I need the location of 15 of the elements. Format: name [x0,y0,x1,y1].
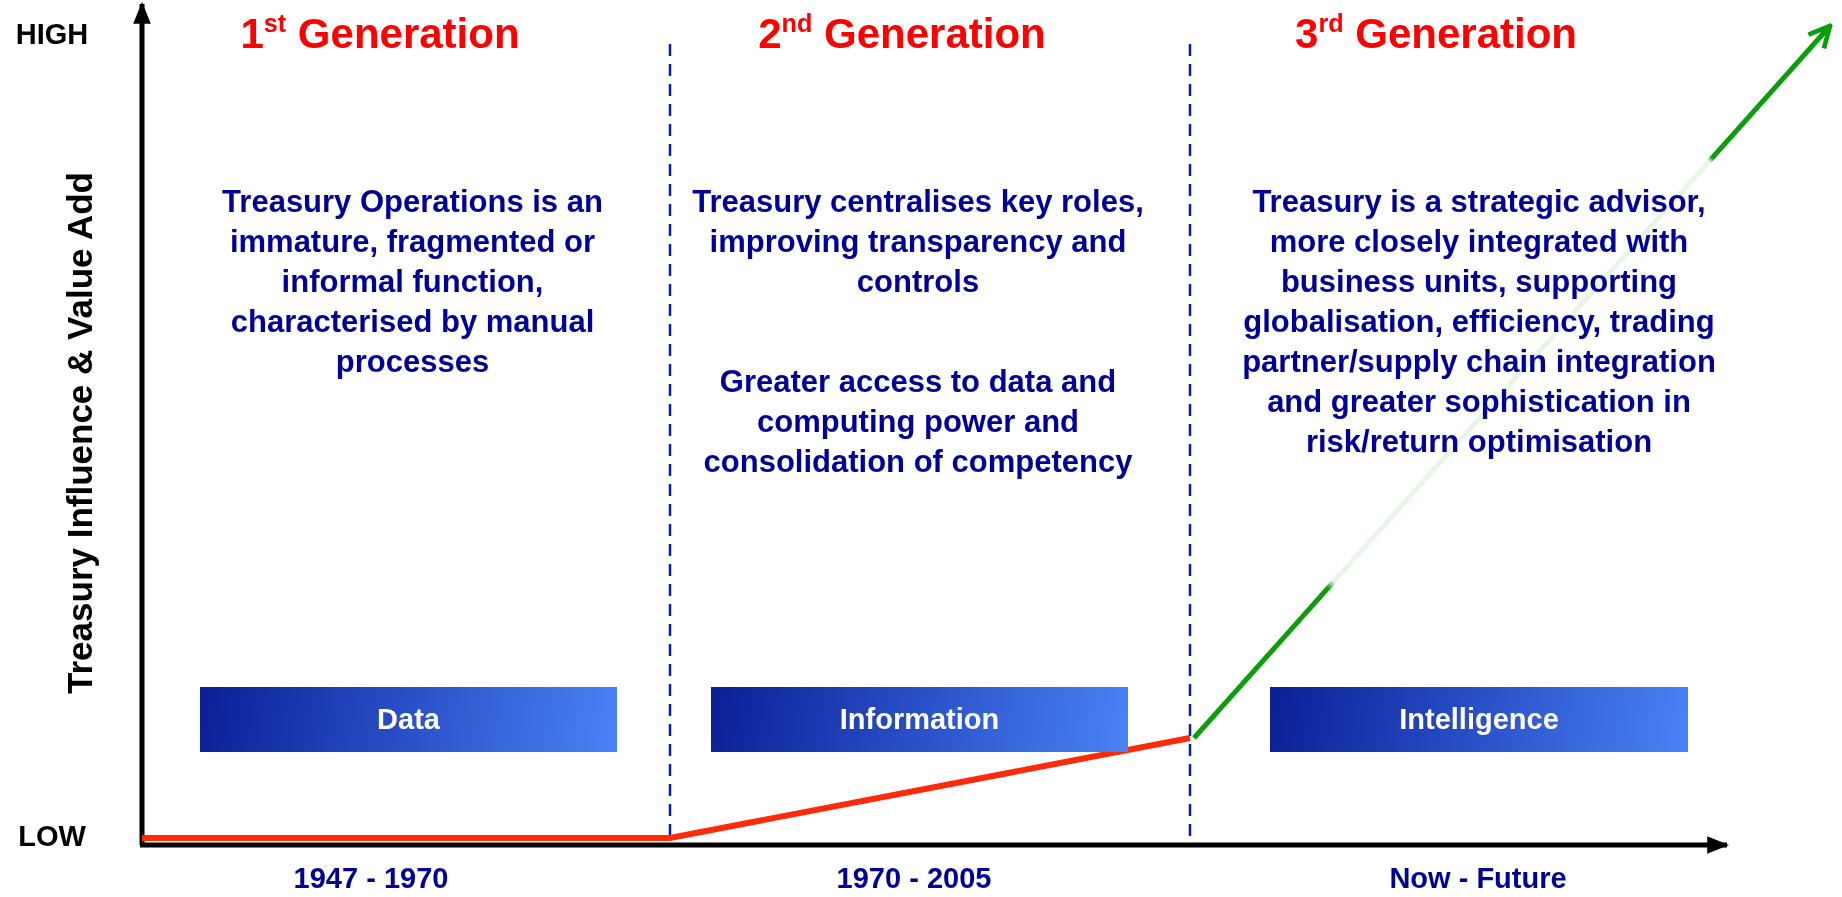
period-label: Now - Future [1388,862,1568,895]
stage-bar: Data [200,687,617,752]
description-text: Greater access to data and computing power and consolidation of competency [702,363,1134,481]
description-text: Treasury centralises key roles, improving transparency and controls [691,183,1145,301]
axis-label: LOW [17,820,87,853]
stage-bar: Information [711,687,1128,752]
generation-heading: 1$^{st}$ Generation [239,10,521,58]
generation-heading: 2$^{nd}$ Generation [757,10,1047,58]
period-label: 1947 - 1970 [292,862,450,895]
description-text: Treasury is a strategic advisor, more closely integrated with business units, supporting globalisation, efficiency, trading partner/supply chain integration and greater sophistication in risk/return optimisation [1241,183,1717,461]
stage-bar: Intelligence [1270,687,1688,752]
period-label: 1970 - 2005 [835,862,993,895]
description-text: Treasury Operations is an immature, fragmented or informal function, characterised by manual processes [221,183,604,381]
axis-label: HIGH [14,18,90,51]
generation-heading: 3$^{rd}$ Generation [1294,10,1578,58]
